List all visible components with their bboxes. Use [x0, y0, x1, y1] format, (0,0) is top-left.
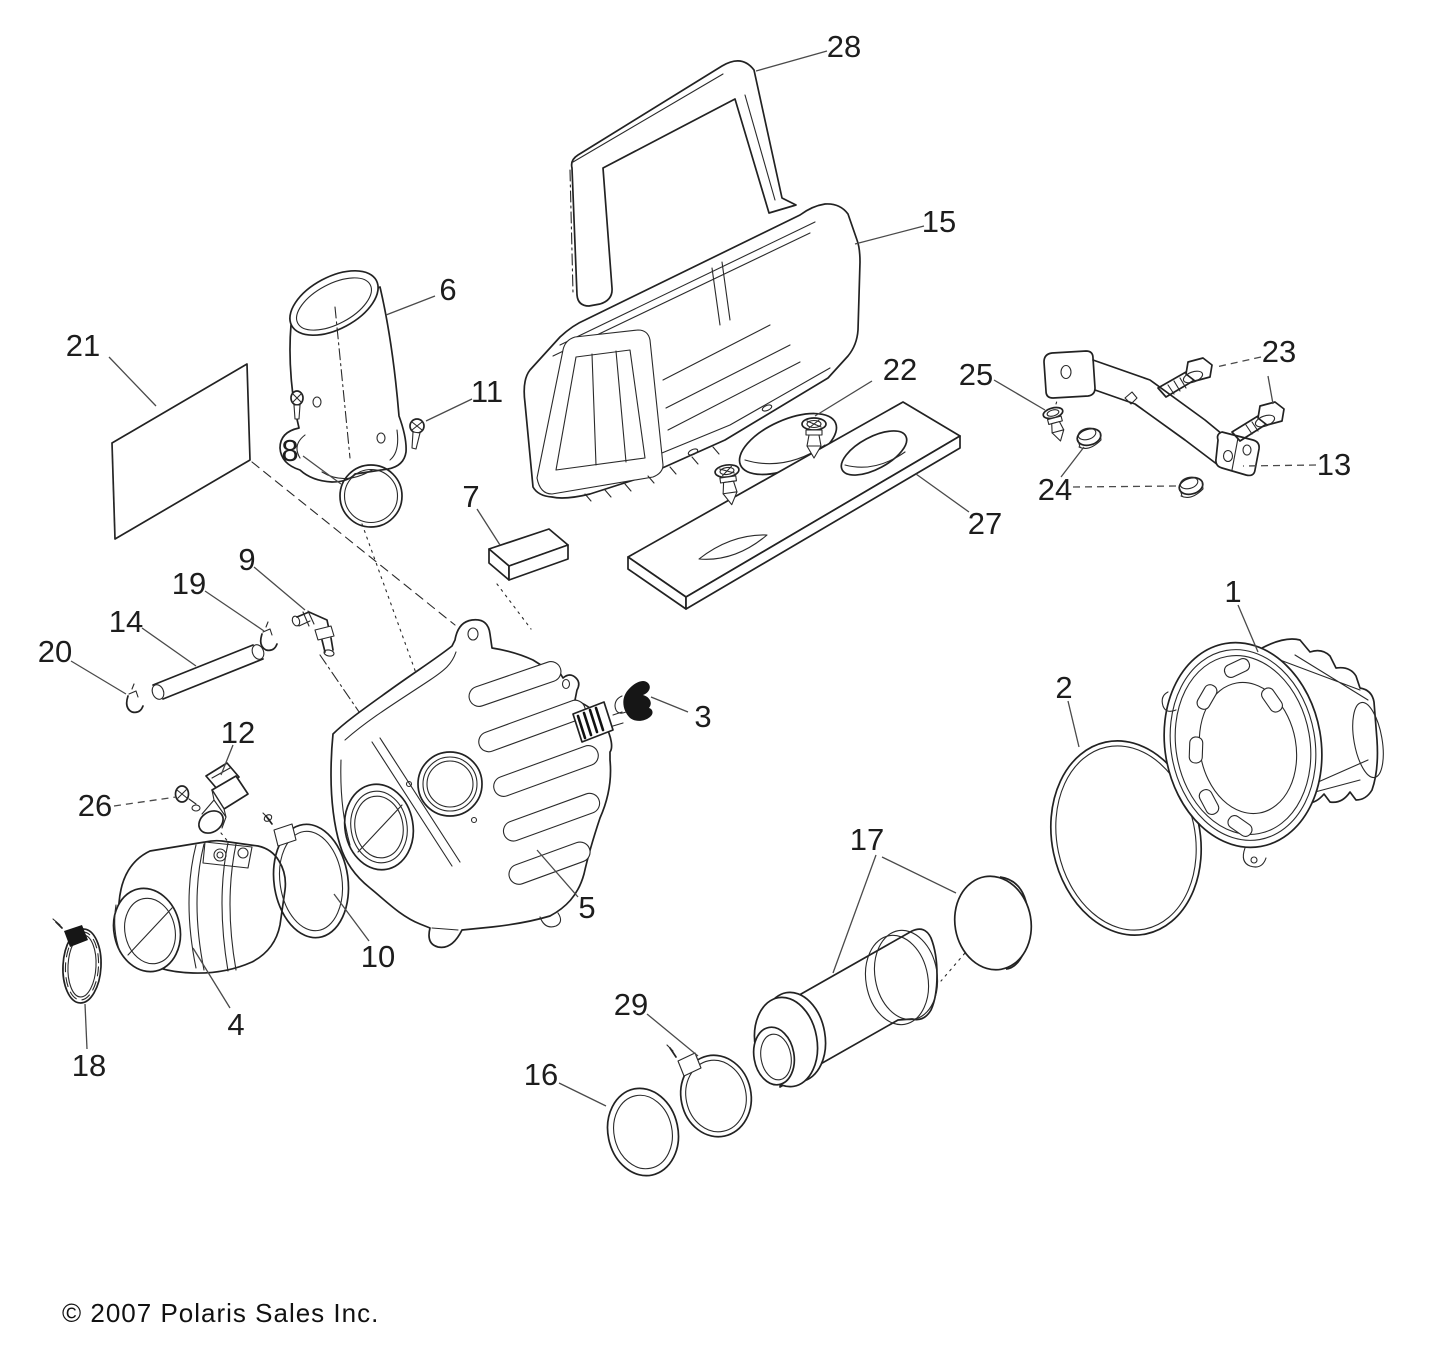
part-1-end-cover	[1161, 638, 1384, 868]
part-4-intake-boot	[112, 839, 287, 974]
leader-line-21	[108, 356, 157, 407]
callout-label-13: 13	[1317, 447, 1351, 482]
callout-label-1: 1	[1224, 574, 1241, 609]
part-23-bolts	[1157, 357, 1285, 442]
leader-line-22	[814, 380, 873, 417]
part-24-nuts	[1076, 427, 1204, 498]
part-17-end-cap	[953, 875, 1033, 971]
leader-line-24	[1072, 485, 1179, 488]
part-6-intake-tube	[279, 269, 407, 483]
leader-line-12	[220, 744, 234, 776]
leader-line-25	[993, 379, 1046, 411]
leader-line-8	[302, 455, 342, 485]
leader-line-9	[253, 566, 306, 611]
part-29-hose-clamp	[666, 1044, 753, 1138]
leader-line-27	[915, 473, 970, 513]
cover-edge-hatching	[584, 446, 720, 502]
part-26-screw	[174, 785, 201, 812]
leader-line-3	[650, 696, 689, 713]
callout-label-17: 17	[850, 822, 884, 857]
callout-label-20: 20	[38, 634, 72, 669]
part-25-push-rivet	[1042, 406, 1065, 442]
leader-line-2	[1067, 700, 1080, 748]
leader-line-29	[646, 1013, 699, 1057]
callout-label-28: 28	[827, 29, 861, 64]
leader-line-23	[1267, 375, 1274, 405]
part-22-push-rivets	[714, 417, 827, 506]
part-10-clamp	[262, 812, 350, 939]
callout-label-2: 2	[1055, 670, 1072, 705]
callout-label-3: 3	[694, 699, 711, 734]
callout-label-11: 11	[471, 374, 503, 409]
callout-label-16: 16	[524, 1057, 558, 1092]
part-9-elbow-fitting	[291, 610, 335, 657]
leader-line-1	[1237, 604, 1259, 653]
airbox-outlet-fitting	[572, 701, 624, 743]
leader-line-23	[1215, 356, 1262, 368]
part-12-sensor	[198, 762, 249, 834]
leader-line-26	[113, 796, 177, 807]
callout-label-6: 6	[439, 272, 456, 307]
callout-label-9: 9	[238, 542, 255, 577]
part-16-oring	[606, 1087, 680, 1177]
leader-line-15	[854, 225, 925, 245]
callout-label-8: 8	[281, 433, 298, 468]
callout-label-26: 26	[78, 788, 112, 823]
part-11-screws	[290, 390, 425, 450]
part-15-cover	[523, 203, 861, 502]
part-19-clamp	[259, 621, 278, 652]
callout-label-24: 24	[1038, 472, 1072, 507]
leader-line-19	[204, 590, 265, 632]
leader-line-6	[385, 295, 436, 316]
callout-layer: 1234567891011121314151617181920212223242…	[38, 29, 1351, 1107]
callout-label-21: 21	[66, 328, 100, 363]
leader-line-16	[558, 1082, 607, 1107]
callout-label-27: 27	[968, 506, 1002, 541]
leader-line-28	[755, 50, 828, 72]
callout-label-15: 15	[922, 204, 956, 239]
callout-label-25: 25	[959, 357, 993, 392]
leader-line-20	[70, 660, 127, 695]
leader-line-17	[881, 856, 957, 894]
callout-label-4: 4	[227, 1007, 244, 1042]
part-8-seal-ring	[339, 464, 403, 528]
part-17-air-filter	[752, 928, 939, 1088]
leader-line-11	[425, 398, 473, 422]
leader-line-4	[192, 947, 231, 1009]
part-14-vent-hose	[151, 644, 265, 700]
part-7-foam-pad	[488, 528, 569, 581]
leader-line-17	[832, 854, 877, 974]
leader-line-13	[1242, 464, 1317, 467]
part-5-airbox-housing	[330, 618, 624, 949]
airbox-ribs	[468, 661, 601, 885]
leader-line-7	[476, 508, 501, 546]
part-3-clip	[614, 680, 653, 721]
leader-line-10	[333, 893, 370, 942]
callout-label-12: 12	[221, 715, 255, 750]
leader-line-24	[1060, 446, 1085, 478]
part-21-sheet	[111, 363, 251, 540]
leader-line-5	[536, 849, 579, 898]
callout-label-19: 19	[172, 566, 206, 601]
part-18-worm-clamp	[52, 918, 102, 1004]
part-20-clamp	[125, 683, 144, 714]
callout-label-14: 14	[109, 604, 143, 639]
callout-label-18: 18	[72, 1048, 106, 1083]
part-28-strap	[569, 60, 797, 307]
leader-line-14	[141, 627, 197, 667]
end-cover-inner-ribs	[1188, 658, 1283, 837]
callout-label-29: 29	[614, 987, 648, 1022]
copyright-notice: © 2007 Polaris Sales Inc.	[62, 1298, 380, 1328]
callout-label-22: 22	[883, 352, 917, 387]
callout-label-7: 7	[462, 479, 479, 514]
callout-label-10: 10	[361, 939, 395, 974]
callout-label-5: 5	[578, 890, 595, 925]
part-13-bracket	[1043, 350, 1260, 477]
callout-label-23: 23	[1262, 334, 1296, 369]
leader-line-18	[84, 1003, 88, 1050]
